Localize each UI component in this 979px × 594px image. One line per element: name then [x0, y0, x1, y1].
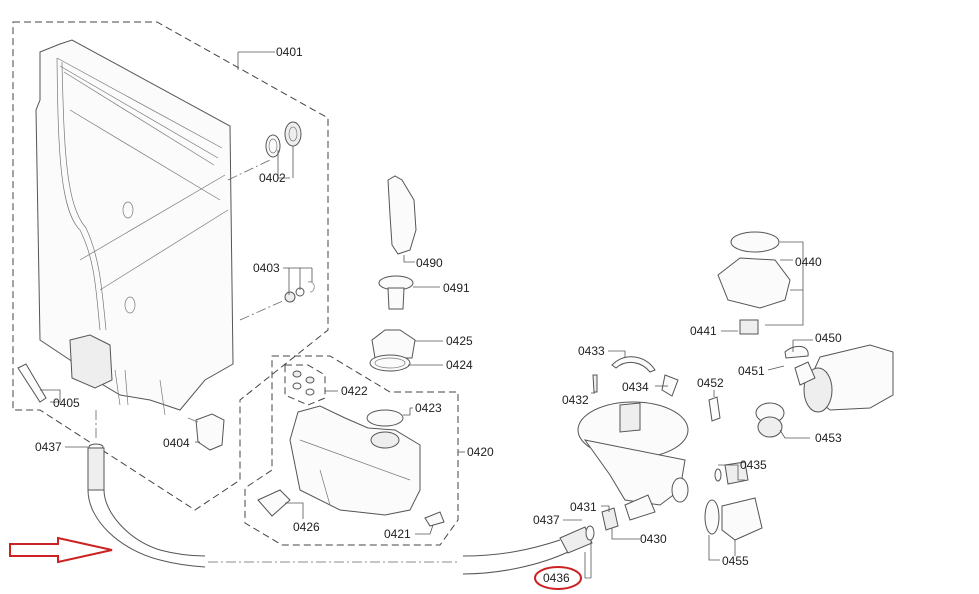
drain-hose-right — [462, 525, 595, 575]
part-0404-valve — [187, 413, 225, 451]
highlight-circle-0436 — [534, 566, 582, 590]
label-0491: 0491 — [443, 281, 470, 295]
part-0425-cover — [371, 329, 416, 359]
label-0423: 0423 — [415, 401, 442, 415]
part-0423-ring — [366, 409, 404, 427]
label-0440: 0440 — [795, 255, 822, 269]
drain-hose-left — [87, 443, 206, 568]
label-0426: 0426 — [293, 520, 320, 534]
door-inner-panel — [35, 39, 234, 416]
label-0403: 0403 — [253, 261, 280, 275]
label-0432: 0432 — [562, 393, 589, 407]
label-0402: 0402 — [259, 171, 286, 185]
label-0437-left: 0437 — [35, 440, 62, 454]
label-0433: 0433 — [578, 344, 605, 358]
part-0452-fitting — [708, 396, 721, 422]
part-0402-seals — [265, 121, 302, 158]
centerline-fittings — [239, 299, 286, 321]
part-0424-ring — [369, 354, 411, 372]
label-0431: 0431 — [570, 500, 597, 514]
part-0432-screw — [592, 374, 598, 393]
part-0422-seals — [292, 370, 315, 396]
label-0430: 0430 — [640, 532, 667, 546]
part-0426-sensor — [257, 489, 291, 517]
label-0437-right: 0437 — [533, 513, 560, 527]
label-0404: 0404 — [163, 436, 190, 450]
part-0405-clip — [17, 363, 47, 403]
part-0451-clamp — [784, 345, 809, 359]
group-outline-door — [12, 21, 329, 511]
part-0440-pump-housing — [717, 231, 791, 309]
red-arrow-annotation — [9, 536, 113, 564]
part-0433-bracket — [611, 356, 656, 373]
label-0405: 0405 — [53, 396, 80, 410]
part-0420-softener — [289, 405, 421, 516]
part-0403-fittings — [284, 281, 315, 303]
part-0450-motor — [794, 344, 894, 413]
label-0455: 0455 — [722, 554, 749, 568]
label-0424: 0424 — [446, 358, 473, 372]
leader-lines — [40, 51, 813, 579]
label-0490: 0490 — [416, 256, 443, 270]
label-0452: 0452 — [697, 376, 724, 390]
label-0434: 0434 — [622, 380, 649, 394]
label-0422: 0422 — [341, 384, 368, 398]
part-0434-clamp — [661, 374, 679, 397]
part-0441-impeller — [739, 319, 759, 335]
label-0453: 0453 — [815, 431, 842, 445]
label-0401: 0401 — [276, 45, 303, 59]
label-0451: 0451 — [738, 364, 765, 378]
label-0435: 0435 — [740, 458, 767, 472]
part-0430-sump — [577, 401, 689, 521]
label-0425: 0425 — [446, 334, 473, 348]
label-0420: 0420 — [467, 445, 494, 459]
group-outline-seals — [284, 364, 326, 406]
part-0490-funnel — [387, 175, 417, 255]
centerline-seals — [227, 159, 271, 181]
part-0455-heater — [704, 497, 763, 541]
label-0441: 0441 — [690, 324, 717, 338]
label-0421: 0421 — [384, 527, 411, 541]
label-0450: 0450 — [815, 331, 842, 345]
group-outline-softener — [244, 355, 459, 546]
part-0421-clip — [424, 511, 445, 527]
part-0435-sensor — [714, 461, 749, 485]
part-0491-cap — [378, 275, 414, 310]
part-0453-inlet — [755, 402, 785, 438]
label-0436: 0436 — [543, 571, 570, 585]
part-0431-ring — [601, 507, 619, 531]
